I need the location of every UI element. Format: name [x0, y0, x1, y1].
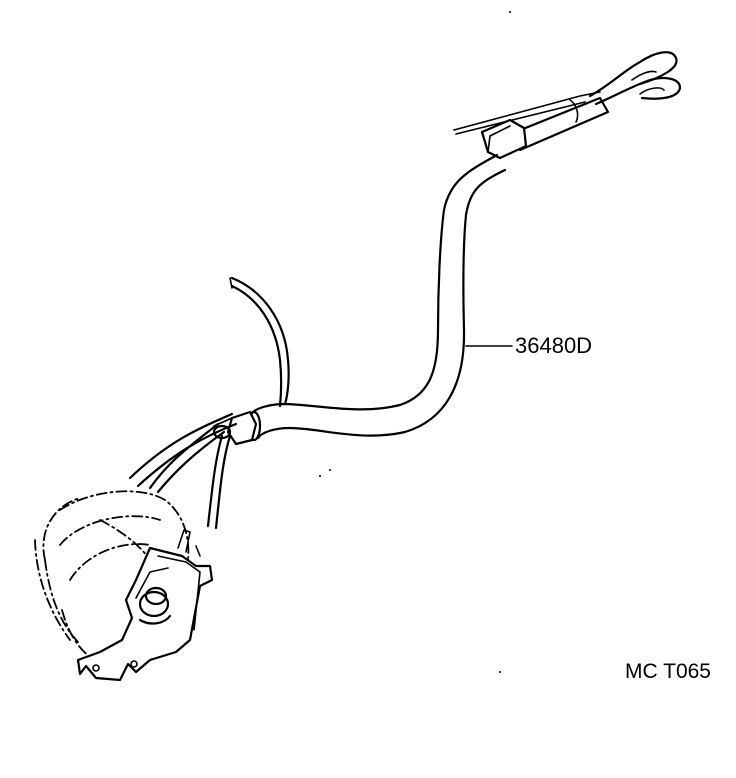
wire-junction: [128, 410, 258, 530]
loose-wire: [229, 276, 290, 408]
connector-wires: [453, 51, 682, 152]
clip: [480, 118, 528, 160]
reference-code: MC T065: [625, 660, 711, 683]
part-number-label: 36480D: [515, 333, 593, 358]
mounting-bracket: [76, 529, 214, 682]
scan-dots: [319, 11, 511, 673]
